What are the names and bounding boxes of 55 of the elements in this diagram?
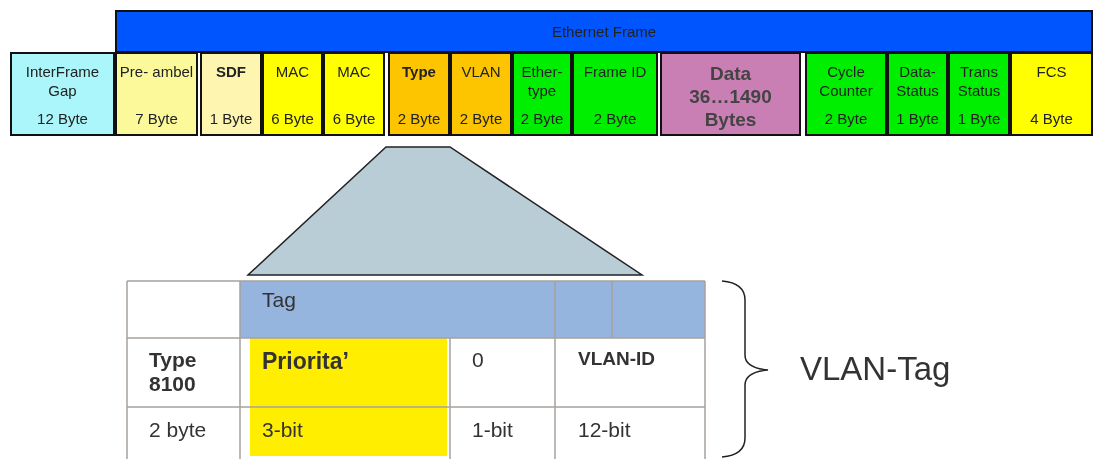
field-size: 2 Byte <box>593 109 637 128</box>
field-size: 2 Byte <box>520 109 564 128</box>
frame-field <box>512 52 572 136</box>
field-name: Type <box>402 62 436 81</box>
frame-field <box>115 52 198 136</box>
field-name: Ether- type <box>520 62 564 100</box>
bit-width: 3-bit <box>262 418 303 442</box>
field-size: 7 Byte <box>135 109 178 128</box>
frame-field <box>572 52 658 136</box>
field-name: Data <box>709 62 752 85</box>
field-name: VLAN <box>461 62 501 81</box>
field-size: 1 Byte <box>896 109 939 128</box>
frame-field <box>323 52 385 136</box>
field-size: 2 Byte <box>397 109 441 128</box>
field-size: 6 Byte <box>332 109 376 128</box>
field-size: 2 Byte <box>459 109 503 128</box>
field-value: 0 <box>472 348 484 372</box>
frame-field <box>660 52 801 136</box>
field-name: Pre- ambel <box>119 62 194 81</box>
field-name: MAC <box>337 62 371 81</box>
frame-field <box>10 52 115 136</box>
field-name: MAC <box>275 62 310 81</box>
frame-field <box>887 52 948 136</box>
zoom-trapezoid <box>246 146 645 276</box>
field-size: 2 Byte <box>824 109 868 128</box>
field-name: VLAN-ID <box>578 348 656 370</box>
frame-field <box>1010 52 1093 136</box>
field-name: Trans Status <box>956 62 1002 100</box>
bit-width: 1-bit <box>472 418 513 442</box>
frame-header-band <box>115 10 1093 53</box>
frame-field <box>805 52 887 136</box>
field-size: 4 Byte <box>1030 109 1073 128</box>
frame-field <box>200 52 262 136</box>
frame-field <box>262 52 323 136</box>
field-size: 36…1490 Bytes <box>688 85 773 131</box>
frame-field <box>388 52 450 136</box>
bit-width: 2 byte <box>149 418 207 442</box>
field-size: 1 Byte <box>209 109 253 128</box>
field-name: Type 8100 <box>149 348 198 396</box>
brace-label: VLAN-Tag <box>800 350 951 388</box>
frame-title: Ethernet Frame <box>551 22 657 41</box>
frame-field <box>450 52 512 136</box>
field-name: Cycle Counter <box>818 62 874 100</box>
frame-field <box>948 52 1010 136</box>
field-name: Frame ID <box>583 62 647 81</box>
field-name: SDF <box>216 62 246 81</box>
field-name: FCS <box>1036 62 1067 81</box>
field-name: InterFrame Gap <box>24 62 101 100</box>
header-label: Tag <box>262 288 296 312</box>
field-size: 12 Byte <box>37 109 88 128</box>
field-name: Priorita’ <box>262 348 349 375</box>
bit-width: 12-bit <box>578 418 631 442</box>
field-size: 6 Byte <box>271 109 314 128</box>
field-name: Data- Status <box>895 62 940 100</box>
field-size: 1 Byte <box>957 109 1001 128</box>
